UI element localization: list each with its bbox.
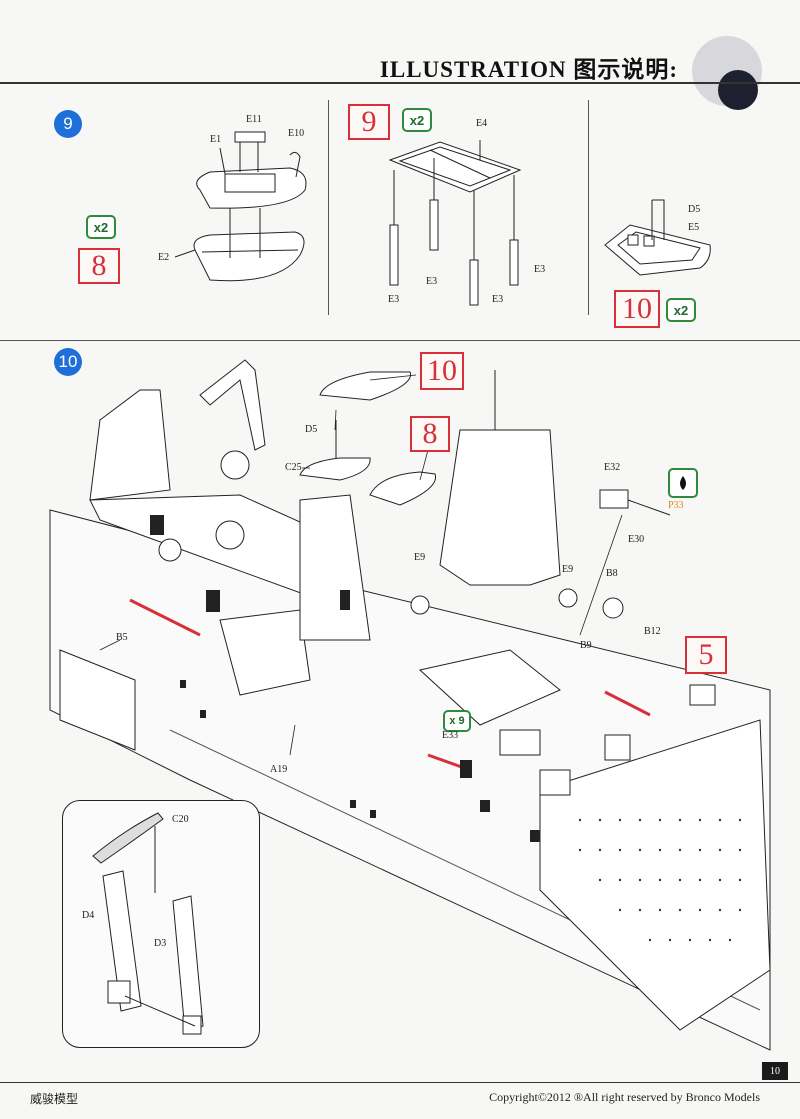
footer-divider [0, 1082, 800, 1083]
paint-drop-icon [668, 468, 698, 498]
part-label-E33: E33 [442, 730, 459, 741]
quantity-badge: x2 [666, 298, 696, 322]
panel-divider-1 [328, 100, 329, 315]
part-label-P33: P33 [668, 500, 684, 511]
boat-assembly-drawing [174, 131, 307, 282]
page-title: ILLUSTRATION 图示说明: [379, 57, 678, 82]
ref-box-10-main: 10 [420, 352, 464, 390]
part-label-D4: D4 [82, 910, 95, 921]
part-label-D5: D5 [305, 424, 318, 435]
part-label-C25: C25 [285, 462, 302, 473]
part-label-E5: E5 [688, 222, 700, 233]
ship-main-drawing [49, 359, 771, 1051]
frame-assembly-drawing [388, 140, 522, 306]
section-divider [0, 340, 800, 341]
footer-brand: 威骏模型 [30, 1092, 79, 1106]
ref-box-5: 5 [685, 636, 727, 674]
quantity-badge: x 9 [443, 710, 471, 732]
footer-copyright: Copyright©2012 ®All right reserved by Br… [489, 1090, 760, 1104]
ref-box-8: 8 [78, 248, 120, 284]
inset-detail-box [62, 800, 260, 1048]
part-label-E4: E4 [476, 118, 488, 129]
step-10-badge: 10 [54, 348, 82, 376]
part-label-E3: E3 [534, 264, 546, 275]
ref-box-9: 9 [348, 104, 390, 140]
part-label-E10: E10 [288, 128, 305, 139]
part-label-D3: D3 [154, 938, 167, 949]
part-label-A19: A19 [270, 764, 288, 775]
step-9-badge: 9 [54, 110, 82, 138]
page-number: 10 [762, 1062, 788, 1080]
part-label-E3: E3 [426, 276, 438, 287]
part-label-E3: E3 [388, 294, 400, 305]
part-label-D5: D5 [688, 204, 701, 215]
part-label-E9: E9 [562, 564, 574, 575]
panel-divider-2 [588, 100, 589, 315]
part-label-E3: E3 [492, 294, 504, 305]
part-label-C20: C20 [172, 814, 189, 825]
part-label-E9: E9 [414, 552, 426, 563]
header-decor-circle-dark [718, 70, 758, 110]
part-label-E30: E30 [628, 534, 645, 545]
ref-box-8-main: 8 [410, 416, 450, 452]
header-divider [0, 82, 800, 84]
ref-box-10: 10 [614, 290, 660, 328]
part-label-E32: E32 [604, 462, 621, 473]
part-label-E1: E1 [210, 134, 222, 145]
part-label-E2: E2 [158, 252, 170, 263]
quantity-badge: x2 [86, 215, 116, 239]
part-label-B9: B9 [580, 640, 592, 651]
part-label-B8: B8 [606, 568, 618, 579]
part-label-B12: B12 [644, 626, 661, 637]
quantity-badge: x2 [402, 108, 432, 132]
small-boat-drawing [604, 199, 711, 276]
part-label-B5: B5 [116, 632, 128, 643]
part-label-E11: E11 [246, 114, 262, 125]
